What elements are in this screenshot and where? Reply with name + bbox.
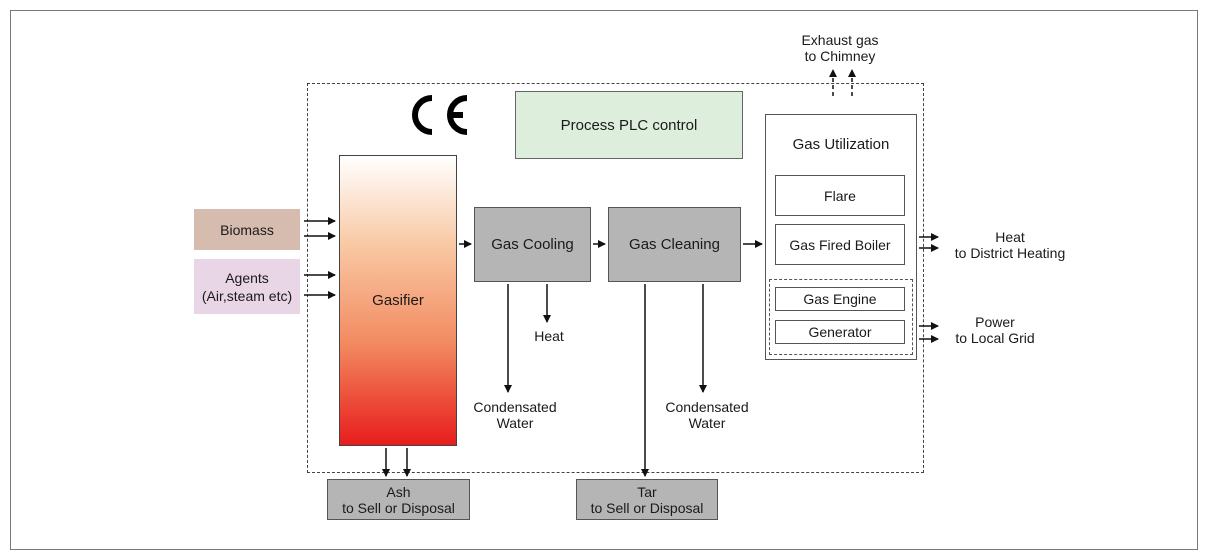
heat-district-label: Heat to District Heating — [940, 229, 1080, 261]
gasifier-box: Gasifier — [339, 155, 457, 446]
gas-engine-box: Gas Engine — [775, 287, 905, 311]
agents-label: Agents — [225, 269, 269, 286]
engine-generator-group — [769, 279, 913, 355]
gas-cooling-box: Gas Cooling — [474, 207, 591, 282]
condensated-text-1: Condensated — [473, 399, 557, 415]
ash-sublabel: to Sell or Disposal — [342, 499, 455, 516]
agents-sublabel: (Air,steam etc) — [201, 287, 293, 304]
tar-sublabel: to Sell or Disposal — [590, 499, 704, 516]
biomass-input-box: Biomass — [194, 209, 300, 250]
water-text-1: Water — [496, 415, 534, 431]
cooling-heat-label: Heat — [534, 328, 564, 344]
generator-box: Generator — [775, 320, 905, 344]
flare-box: Flare — [775, 175, 905, 216]
condensated-water-label-1: Condensated Water — [460, 399, 570, 431]
gas-fired-boiler-box: Gas Fired Boiler — [775, 224, 905, 265]
condensated-water-label-2: Condensated Water — [652, 399, 762, 431]
system-boundary — [307, 83, 924, 473]
to-chimney-text: to Chimney — [804, 48, 876, 64]
condensated-text-2: Condensated — [665, 399, 749, 415]
exhaust-gas-text: Exhaust gas — [801, 32, 879, 48]
ash-label: Ash — [386, 483, 411, 500]
water-text-2: Water — [688, 415, 726, 431]
tar-output-box: Tar to Sell or Disposal — [576, 479, 718, 520]
heat-output-text: Heat — [995, 229, 1025, 245]
agents-input-box: Agents (Air,steam etc) — [194, 259, 300, 314]
process-plc-control-box: Process PLC control — [515, 91, 743, 159]
gas-utilization-title: Gas Utilization — [792, 136, 890, 153]
ce-mark-logo — [412, 95, 468, 135]
image-frame — [10, 10, 1198, 550]
ash-output-box: Ash to Sell or Disposal — [327, 479, 470, 520]
power-output-text: Power — [975, 314, 1015, 330]
power-grid-label: Power to Local Grid — [935, 314, 1055, 346]
tar-label: Tar — [637, 483, 657, 500]
gas-cleaning-box: Gas Cleaning — [608, 207, 741, 282]
local-grid-text: to Local Grid — [955, 330, 1035, 346]
district-heating-text: to District Heating — [954, 245, 1066, 261]
exhaust-gas-label: Exhaust gas to Chimney — [770, 32, 910, 64]
